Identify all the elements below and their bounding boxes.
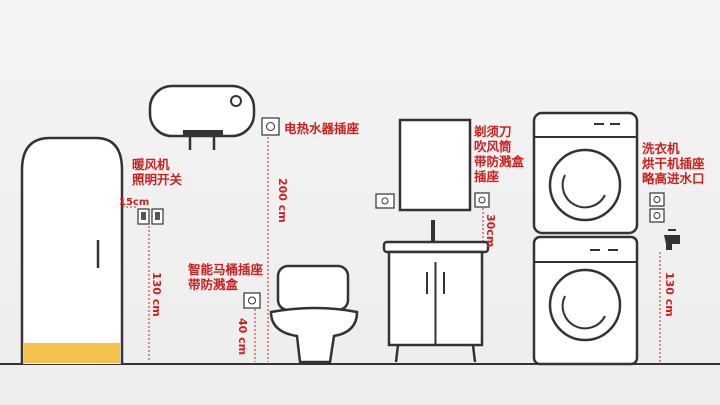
dryer: [532, 111, 639, 235]
vanity-cabinet: [382, 220, 490, 363]
washer-label-line-3: 略高进水口: [642, 171, 705, 186]
mirror-left-socket-icon: [375, 193, 395, 209]
heater-height-dimension: 200 cm: [276, 178, 289, 223]
heater-label-line-1: 暖风机: [132, 157, 170, 172]
razor-socket-label: 剃须刀 吹风筒 带防溅盒 插座: [474, 124, 524, 184]
water-heater-socket-label: 电热水器插座: [284, 121, 360, 136]
water-heater: [148, 84, 256, 150]
door: [20, 136, 124, 364]
washer-socket-icon: [649, 192, 665, 223]
toilet-label-line-1: 智能马桶插座: [188, 262, 264, 277]
razor-height-dimension: 30cm: [484, 214, 497, 248]
razor-label-line-1: 剃须刀: [474, 124, 512, 139]
switch-height-dimension: 130 cm: [150, 272, 163, 317]
washing-machine: [532, 235, 639, 366]
razor-socket-icon: [474, 192, 490, 208]
razor-label-line-2: 吹风筒: [474, 139, 512, 154]
toilet-socket-icon: [243, 292, 261, 309]
razor-label-line-3: 带防溅盒: [474, 154, 525, 169]
washer-socket-label: 洗衣机 烘干机插座 略高进水口: [642, 141, 705, 186]
washer-label-line-2: 烘干机插座: [642, 156, 705, 171]
heater-light-switch-label: 暖风机 照明开关: [132, 157, 182, 187]
razor-label-line-4: 插座: [474, 169, 500, 184]
switch-offset-dimension: 15cm: [119, 197, 150, 208]
toilet: [269, 264, 359, 364]
mirror: [398, 118, 472, 212]
heater-label-line-2: 照明开关: [132, 172, 183, 187]
washer-label-line-1: 洗衣机: [642, 141, 680, 156]
toilet-socket-label: 智能马桶插座 带防溅盒: [188, 262, 263, 292]
water-inlet-tap-icon: [664, 229, 680, 250]
toilet-label-line-2: 带防溅盒: [188, 277, 239, 292]
washer-height-dimension: 130 cm: [663, 272, 676, 317]
toilet-height-dimension: 40 cm: [236, 318, 249, 356]
light-switch-icon: [137, 208, 164, 225]
water-heater-socket-icon: [261, 117, 280, 136]
